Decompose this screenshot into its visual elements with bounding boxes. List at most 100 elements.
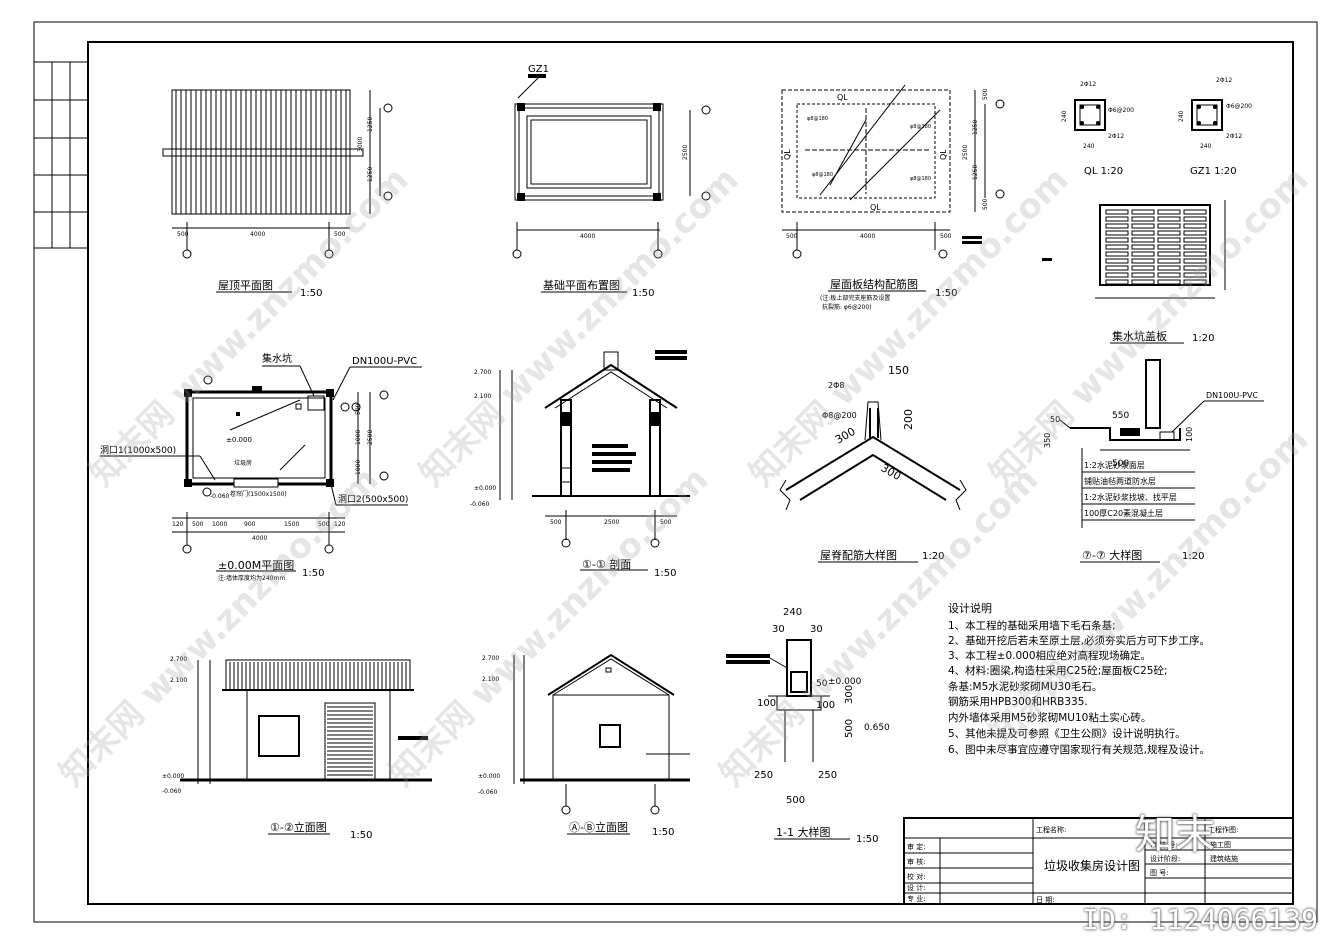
note-1: 1、本工程的基础采用墙下毛石条基; bbox=[948, 619, 1116, 632]
pit-cover-slot bbox=[1157, 279, 1181, 285]
slab-ql-bottom: QL bbox=[870, 203, 881, 212]
note-7: 内外墙体采用M5砂浆砌MU10粘土实心砖。 bbox=[948, 711, 1151, 724]
slab-vdim-2: 1250 bbox=[972, 120, 979, 135]
image-id: ID: 1124066139 bbox=[1081, 903, 1318, 936]
detail11-dim-250b: 250 bbox=[818, 770, 837, 781]
roof-plan-title: 屋顶平面图 bbox=[218, 279, 273, 292]
pit-cover-slot bbox=[1157, 237, 1181, 243]
elevab-level-2: 2.100 bbox=[482, 676, 499, 683]
detail77-layer4: 100厚C20素混凝土层 bbox=[1084, 508, 1163, 518]
ridge-dim-150: 150 bbox=[888, 364, 909, 377]
binding-strip bbox=[34, 61, 88, 249]
ridge-dim-300a: 300 bbox=[833, 425, 858, 447]
pit-cover-slot bbox=[1105, 279, 1129, 285]
gz1-bottom-bar: 2Φ12 bbox=[1226, 133, 1242, 140]
pit-cover-slot bbox=[1183, 244, 1207, 250]
note-8: 5、其他未提及可参照《卫生公厕》设计说明执行。 bbox=[948, 727, 1186, 740]
detail77-dim-500: 500 bbox=[1112, 459, 1129, 469]
detail11-level2: 0.650 bbox=[864, 723, 890, 733]
gz1-section: 2Φ12 Φ6@200 2Φ12 240 240 GZ1 1:20 bbox=[1178, 77, 1252, 177]
slab-ql-right: QL bbox=[939, 149, 948, 160]
ground-plan-note: 注:墙体厚度均为240mm bbox=[218, 574, 285, 582]
ql-section: 2Φ12 Φ6@200 2Φ12 240 240 QL 1:20 bbox=[1061, 81, 1134, 177]
elev12-level-2: 2.100 bbox=[170, 677, 187, 684]
tb-row-4: 设 计: bbox=[907, 883, 926, 892]
plan-level2: -0.060 bbox=[210, 493, 230, 500]
pit-cover-slot bbox=[1105, 272, 1129, 278]
slab-ql-top: QL bbox=[837, 93, 848, 102]
pit-cover-slot bbox=[1157, 265, 1181, 271]
gz1-width: 240 bbox=[1200, 143, 1212, 150]
foundation-plan-scale: 1:50 bbox=[632, 288, 654, 299]
pit-cover-scale: 1:20 bbox=[1192, 333, 1214, 344]
roof-vdim-2: 1250 bbox=[367, 167, 374, 182]
note-5: 条基:M5水泥砂浆砌MU30毛石。 bbox=[948, 680, 1102, 693]
slab-vdim-1: 500 bbox=[982, 88, 989, 100]
foundation-dim: 4000 bbox=[580, 233, 595, 240]
pit-cover-slot bbox=[1105, 244, 1129, 250]
elevab-title: Ⓐ-Ⓑ立面图 bbox=[569, 820, 628, 834]
ridge-detail: 2Φ8 Φ8@200 150 200 300 300 屋脊配筋大样图 1:20 bbox=[779, 364, 967, 563]
inner-frame bbox=[87, 41, 1294, 905]
section-dim-1: 500 bbox=[550, 519, 562, 526]
tb-design-label: 工程作图: bbox=[1208, 825, 1238, 834]
roof-slab-note2: 抗裂筋: φ6@200) bbox=[822, 303, 872, 311]
tb-project-label: 工程名称: bbox=[1036, 825, 1066, 834]
pit-cover-view: 集水坑盖板 1:20 bbox=[1042, 200, 1226, 344]
design-notes: 设计说明 1、本工程的基础采用墙下毛石条基; 2、基础开挖后若未至原土层,必须夯… bbox=[948, 601, 1210, 756]
detail77-layer3: 1:2水泥砂浆找坡、找平层 bbox=[1084, 492, 1177, 502]
slab-rebar-3: φ8@180 bbox=[812, 172, 833, 178]
slab-ql-left: QL bbox=[783, 149, 792, 160]
pit-cover-title: 集水坑盖板 bbox=[1112, 329, 1167, 343]
ridge-rebar-1: 2Φ8 bbox=[828, 381, 844, 390]
pit-cover-slot bbox=[1131, 279, 1155, 285]
tb-row-5: 专 业: bbox=[907, 894, 926, 903]
section-title: ①-① 剖面 bbox=[582, 557, 631, 571]
tb-right-row-3: 图 号: bbox=[1150, 869, 1169, 877]
pit-cover-slot bbox=[1131, 244, 1155, 250]
detail11-dim-500b: 500 bbox=[786, 795, 805, 806]
pit-cover-slot bbox=[1131, 272, 1155, 278]
pit-cover-slot bbox=[1183, 209, 1207, 215]
outer-frame bbox=[33, 21, 1318, 923]
plan-dim-6: 500 bbox=[318, 521, 330, 528]
roof-vdim-1: 1250 bbox=[367, 117, 374, 132]
pit-cover-slot bbox=[1105, 258, 1129, 264]
pit-cover-slot bbox=[1131, 223, 1155, 229]
plan-dim-7: 120 bbox=[334, 521, 346, 528]
watermark-logo: 知末 bbox=[1135, 812, 1215, 858]
section-dim-3: 500 bbox=[660, 519, 672, 526]
pit-cover-slot bbox=[1183, 272, 1207, 278]
tb-drawing-title: 垃圾收集房设计图 bbox=[1044, 858, 1140, 873]
section-level-3: ±0.000 bbox=[474, 485, 496, 492]
section-view: 2.700 2.100 ±0.000 -0.060 500 2500 500 ①… bbox=[470, 350, 690, 579]
note-6: 钢筋采用HPB300和HRB335. bbox=[948, 695, 1088, 708]
slab-rebar-2: φ8@180 bbox=[910, 124, 931, 130]
roof-plan-scale: 1:50 bbox=[300, 288, 322, 299]
title-block: 工程名称: 工程作图: 垃圾收集房设计图 审 定: 审 核: 校 对: 设 计:… bbox=[903, 817, 1294, 905]
plan-dim-5: 1500 bbox=[284, 521, 299, 528]
pit-cover-slot bbox=[1157, 223, 1181, 229]
ground-plan-scale: 1:50 bbox=[302, 568, 324, 579]
ridge-dim-200: 200 bbox=[902, 409, 915, 430]
section-level-2: 2.100 bbox=[474, 393, 491, 400]
ql-title: QL 1:20 bbox=[1084, 166, 1123, 177]
roof-slab-scale: 1:50 bbox=[935, 288, 957, 299]
plan-dim-1: 120 bbox=[172, 521, 184, 528]
plan-vdim-total: 2500 bbox=[367, 430, 374, 445]
tb-right-row-2: 设计阶段: bbox=[1150, 854, 1180, 863]
plan-room-label: 垃圾房 bbox=[234, 459, 252, 467]
pit-cover-slot bbox=[1183, 223, 1207, 229]
roof-dim-mid: 4000 bbox=[250, 231, 265, 238]
note-9: 6、图中未尽事宜应遵守国家现行有关规范,规程及设计。 bbox=[948, 743, 1210, 756]
elevab-scale: 1:50 bbox=[652, 827, 674, 838]
detail11-dim-300: 300 bbox=[844, 685, 855, 704]
ridge-rebar-2: Φ8@200 bbox=[822, 411, 857, 420]
detail77-dim-550: 550 bbox=[1112, 411, 1129, 421]
detail77-dim-50: 50 bbox=[1050, 415, 1060, 424]
pit-cover-slot bbox=[1183, 216, 1207, 222]
pit-cover-slot bbox=[1105, 251, 1129, 257]
ql-bottom-bar: 2Φ12 bbox=[1108, 133, 1124, 140]
pit-cover-slot bbox=[1157, 258, 1181, 264]
